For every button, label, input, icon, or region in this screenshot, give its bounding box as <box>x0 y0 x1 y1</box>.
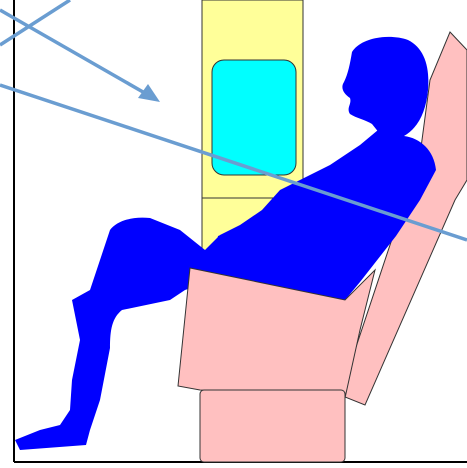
seat-base <box>200 390 345 462</box>
sightline-arrow-1 <box>0 0 70 45</box>
passenger-head <box>342 37 428 138</box>
sightline-arrow-2 <box>0 10 150 96</box>
